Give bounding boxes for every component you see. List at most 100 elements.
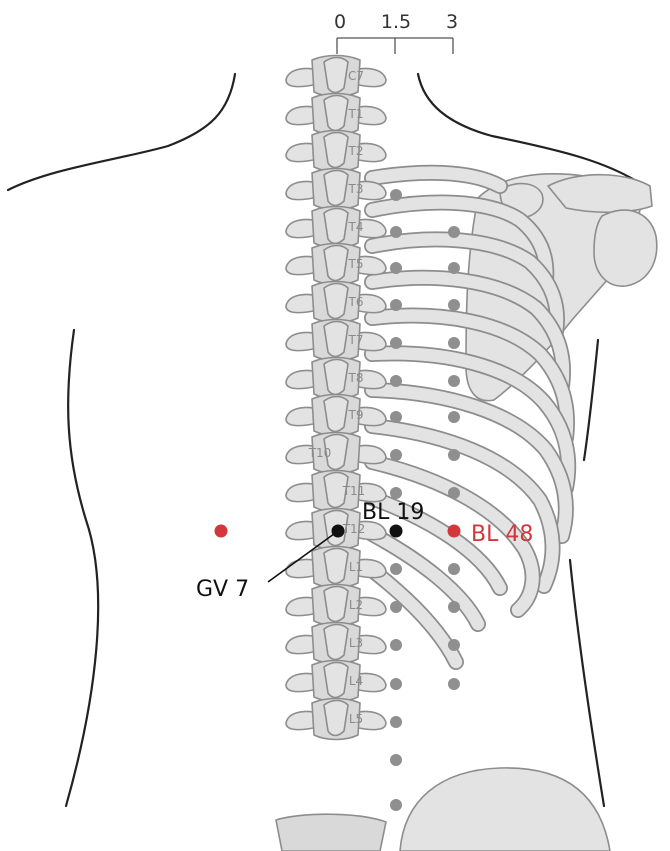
outer-line-marker [448, 639, 460, 651]
inner-line-marker [390, 262, 402, 274]
outer-line-marker [448, 411, 460, 423]
vertebra-t5: T5 [285, 242, 387, 286]
vertebra-label-t4: T4 [348, 220, 364, 234]
vertebra-label-l1: L1 [349, 560, 363, 574]
outer-line-marker [448, 226, 460, 238]
vertebra-label-t2: T2 [348, 144, 364, 158]
vertebra-c7: C7 [285, 54, 387, 98]
outer-line-marker [448, 262, 460, 274]
gv7-leader-line [267, 530, 339, 583]
body-outline [6, 72, 652, 808]
acromion [547, 173, 653, 214]
inner-line-marker [390, 754, 402, 766]
vertebra-t11: T11 [285, 469, 387, 513]
vertebra-t3: T3 [285, 167, 387, 211]
vertebra-label-c7: C7 [348, 69, 364, 83]
vertebra-l5: L5 [285, 697, 387, 741]
inner-line-marker [390, 716, 402, 728]
vertebra-label-t5: T5 [348, 257, 364, 271]
gv7-label: GV 7 [196, 577, 249, 602]
inner-line-marker [390, 639, 402, 651]
gv7-point [331, 524, 345, 538]
vertebra-label-l2: L2 [349, 598, 363, 612]
scale-bar: 0 1.5 3 [334, 11, 458, 54]
inner-line-marker [390, 189, 402, 201]
outer-line-marker [448, 375, 460, 387]
bl19-point [389, 524, 403, 538]
humerus-head [593, 209, 658, 287]
vertebra-label-t8: T8 [348, 371, 364, 385]
rib-11 [365, 527, 485, 631]
vertebra-l2: L2 [285, 583, 387, 627]
torso-right-side [582, 338, 600, 462]
bl48-contralateral-point [214, 524, 228, 538]
inner-line-marker [390, 678, 402, 690]
inner-line-marker [390, 563, 402, 575]
inner-line-marker [390, 299, 402, 311]
inner-line-marker [390, 375, 402, 387]
vertebra-label-t12: T12 [342, 522, 366, 536]
outer-line-marker [448, 601, 460, 613]
vertebra-label-l3: L3 [349, 636, 363, 650]
scale-label-1-5: 1.5 [381, 11, 411, 33]
vertebra-label-t9: T9 [348, 408, 364, 422]
bl48-label: BL 48 [471, 522, 533, 547]
vertebra-label-t3: T3 [348, 182, 364, 196]
inner-line-marker [390, 449, 402, 461]
rib-3 [365, 233, 564, 339]
inner-line-marker [390, 487, 402, 499]
rib-4 [365, 271, 570, 393]
vertebra-t2: T2 [285, 129, 387, 173]
torso-left-side [64, 328, 100, 808]
vertebra-t10: T10 [285, 431, 387, 475]
rib-8 [365, 419, 559, 593]
outer-line-marker [448, 487, 460, 499]
vertebra-label-t7: T7 [348, 333, 364, 347]
vertebra-t9: T9 [285, 393, 387, 437]
torso-right-lower [568, 558, 606, 808]
neck-shoulder-right [416, 72, 652, 192]
inner-line-marker [390, 411, 402, 423]
outer-line-marker [448, 563, 460, 575]
rib-7 [365, 383, 573, 543]
rib-2 [365, 196, 553, 287]
outer-line-marker [448, 678, 460, 690]
bl48-point [447, 524, 461, 538]
vertebra-t4: T4 [285, 205, 387, 249]
vertebra-l4: L4 [285, 659, 387, 703]
vertebra-t7: T7 [285, 318, 387, 362]
vertebra-label-t11: T11 [342, 484, 366, 498]
vertebra-l1: L1 [285, 545, 387, 589]
rib-5 [365, 309, 574, 445]
sacrum [275, 813, 387, 851]
vertebra-t6: T6 [285, 280, 387, 324]
vertebra-label-l5: L5 [349, 712, 363, 726]
bladder-line-markers [390, 189, 460, 811]
scale-label-0: 0 [334, 11, 346, 33]
rib-1 [365, 166, 507, 193]
vertebra-label-t6: T6 [348, 295, 364, 309]
rib-9 [365, 455, 539, 617]
inner-line-marker [390, 799, 402, 811]
vertebra-label-t1: T1 [348, 107, 364, 121]
rib-10 [365, 491, 507, 595]
inner-line-marker [390, 601, 402, 613]
iliac-crest [399, 767, 611, 851]
vertebra-t8: T8 [285, 356, 387, 400]
inner-line-marker [390, 337, 402, 349]
outer-line-marker [448, 299, 460, 311]
vertebra-label-t10: T10 [308, 446, 332, 460]
vertebra-t1: T1 [285, 92, 387, 136]
ribs [364, 164, 577, 670]
outer-line-marker [448, 449, 460, 461]
outer-line-marker [448, 337, 460, 349]
bl19-label: BL 19 [362, 500, 424, 525]
neck-shoulder-left [6, 72, 237, 192]
rib-12 [365, 563, 463, 669]
vertebra-l3: L3 [285, 621, 387, 665]
scale-label-3: 3 [446, 11, 458, 33]
vertebra-label-l4: L4 [349, 674, 363, 688]
rib-6 [365, 347, 575, 495]
